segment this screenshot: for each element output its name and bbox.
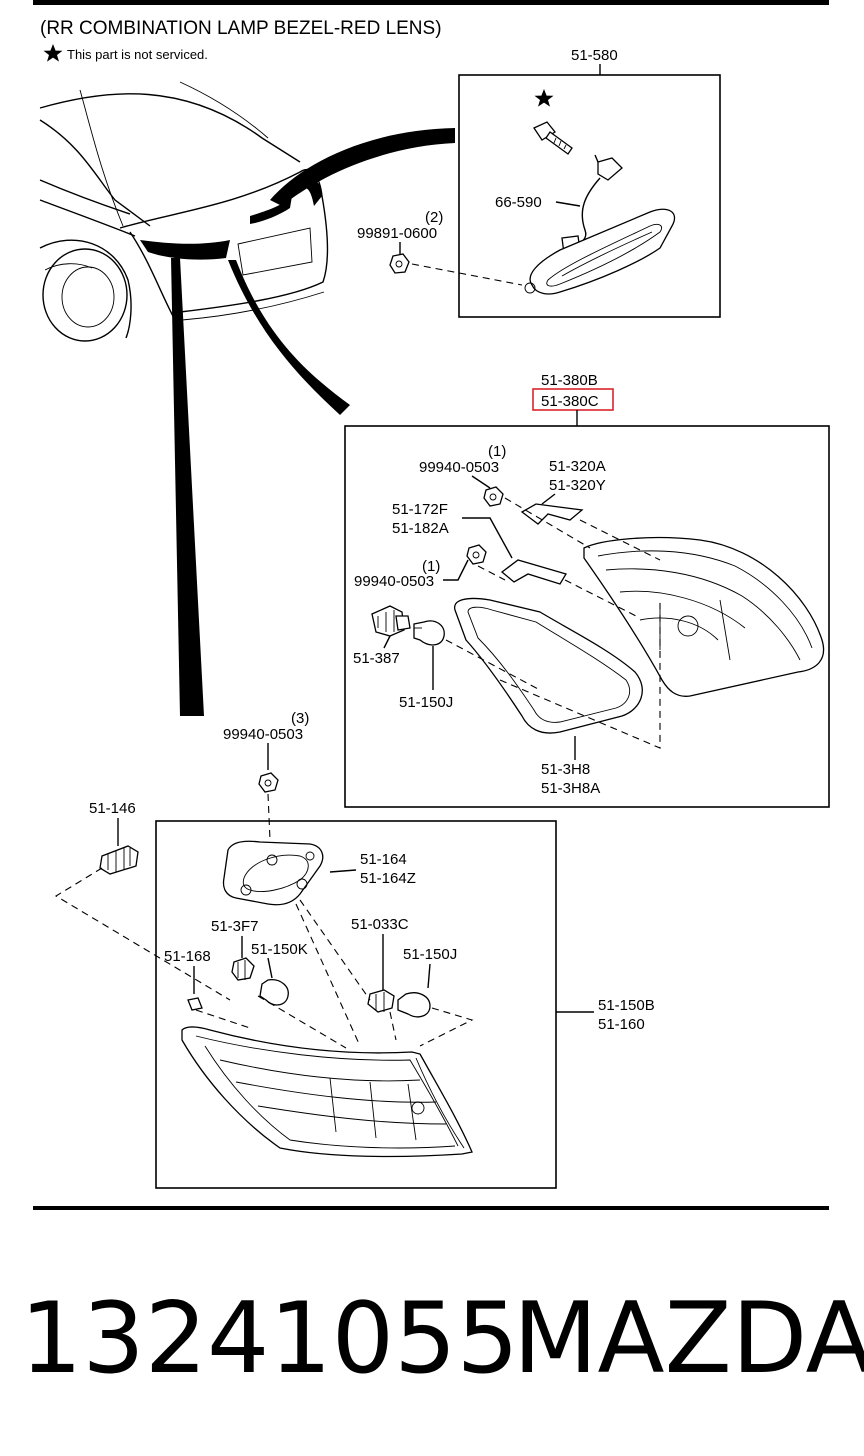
label-nut-qty-1b: (1) [422,558,440,575]
screw-part [533,121,573,155]
stop-lamp-part [524,208,676,295]
bracket-part [500,559,567,585]
outer-lamp-part [181,1026,473,1158]
label-p-320a: 51-320A [549,458,606,475]
leader-band-top [270,128,455,206]
label-nut-0600: 99891-0600 [357,225,437,242]
gasket-part [454,597,643,734]
label-p-172f: 51-172F [392,501,448,518]
label-assy-160: 51-160 [598,1016,645,1033]
label-assy-580: 51-580 [571,47,618,64]
label-p-164: 51-164 [360,851,407,868]
box-assy-380 [344,425,830,808]
label-bulb-150j-a: 51-150J [399,694,453,711]
nut-part [483,486,504,507]
part-number: 13241055 [20,1282,519,1396]
label-nut-qty-3: (3) [291,710,309,727]
label-nut-0503-a: 99940-0503 [419,459,499,476]
star-icon [534,89,554,107]
bulb-part [413,620,445,646]
label-bulb-150j-b: 51-150J [403,946,457,963]
page-title: (RR COMBINATION LAMP BEZEL-RED LENS) [40,18,442,39]
box-assy-150b [155,820,557,1189]
bottom-rule [33,1206,829,1210]
label-gasket-3h8: 51-3H8 [541,761,590,778]
vehicle-rear-outline [39,81,329,342]
socket-part [371,605,411,637]
top-rule [33,0,829,5]
label-p-320y: 51-320Y [549,477,606,494]
not-serviced-note: This part is not serviced. [67,47,208,62]
label-p-182a: 51-182A [392,520,449,537]
label-bulb-150k: 51-150K [251,941,308,958]
label-harness: 66-590 [495,194,542,211]
clip-part [187,997,203,1011]
grommet-part [99,845,139,875]
highlight-box-380c [532,388,614,411]
bracket-part [520,503,584,525]
nut-part [466,544,487,565]
label-nut-0503-b: 99940-0503 [354,573,434,590]
socket-part [231,957,255,981]
label-nut-0503-c: 99940-0503 [223,726,303,743]
box-assy-580 [458,74,721,318]
nut-part [389,253,410,274]
label-p-164z: 51-164Z [360,870,416,887]
label-nut-qty-1a: (1) [488,443,506,460]
label-p-146: 51-146 [89,800,136,817]
label-p-168: 51-168 [164,948,211,965]
leader-band-right [228,260,350,415]
star-icon [43,44,63,62]
leader-band-left [171,258,204,716]
label-assy-380c: 51-380C [541,393,599,410]
label-gasket-3h8a: 51-3H8A [541,780,600,797]
nut-part [258,772,279,793]
label-socket-387: 51-387 [353,650,400,667]
label-assy-150b: 51-150B [598,997,655,1014]
label-p-033c: 51-033C [351,916,409,933]
bulb-part [259,979,289,1006]
brand-name: MAZDA [513,1282,864,1396]
socket-part [367,989,395,1013]
mounting-plate-part [222,840,324,906]
label-assy-380b: 51-380B [541,372,598,389]
inner-lamp-part [583,536,825,697]
label-p-3f7: 51-3F7 [211,918,259,935]
label-nut-qty-2: (2) [425,209,443,226]
bulb-part [397,992,431,1018]
